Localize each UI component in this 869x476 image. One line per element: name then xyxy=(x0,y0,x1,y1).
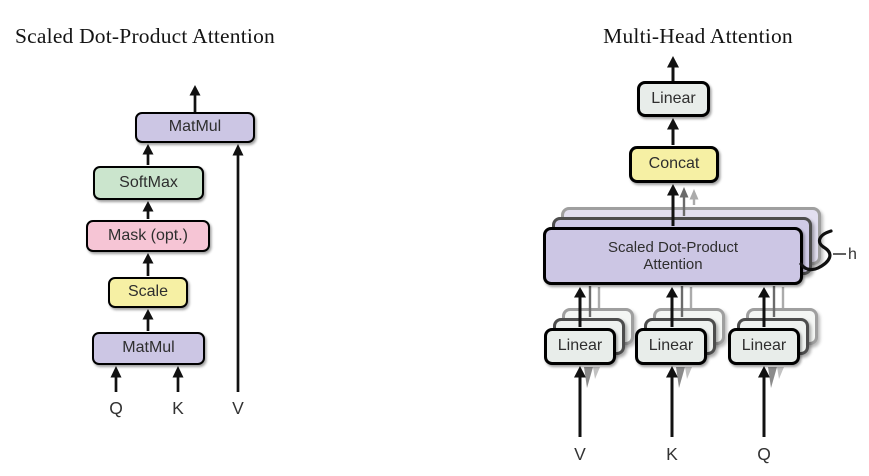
mask-block: Mask (opt.) xyxy=(86,220,210,252)
arrow-matmul-to-scale xyxy=(142,309,154,331)
arrow-concat-to-linear xyxy=(667,118,679,145)
arrow-attention-to-concat-ghost-mid xyxy=(679,187,689,216)
attention-block-label-line2: Attention xyxy=(643,256,703,273)
arrow-mask-to-softmax xyxy=(142,201,154,219)
arrow-softmax-to-matmul xyxy=(142,144,154,165)
arrow-output-left xyxy=(189,85,201,112)
heads-swash-curve xyxy=(799,229,833,272)
arrow-k-input-right xyxy=(666,366,692,437)
scale-block: Scale xyxy=(108,277,188,308)
arrow-output-right xyxy=(667,56,679,81)
k-input-label-right: K xyxy=(666,444,678,464)
matmul-bottom-block: MatMul xyxy=(92,332,205,365)
arrow-v-input xyxy=(232,144,244,392)
matmul-top-block: MatMul xyxy=(135,112,255,143)
v-input-label-right: V xyxy=(574,444,586,464)
arrow-scale-to-mask xyxy=(142,253,154,276)
arrow-q-input xyxy=(110,366,122,392)
scaled-dot-product-attention-block: Scaled Dot-Product Attention xyxy=(543,227,803,285)
linear-output-block: Linear xyxy=(637,81,710,117)
arrow-linear-v-to-attention xyxy=(574,286,601,327)
linear-v-block: Linear xyxy=(544,328,616,365)
q-input-label-left: Q xyxy=(109,398,123,418)
left-diagram-title: Scaled Dot-Product Attention xyxy=(15,24,275,48)
linear-k-block: Linear xyxy=(635,328,707,365)
arrow-k-input xyxy=(172,366,184,392)
concat-block: Concat xyxy=(629,146,719,183)
arrow-linear-q-to-attention xyxy=(758,286,785,327)
arrow-attention-to-concat-ghost-back xyxy=(689,189,699,205)
attention-block-label-line1: Scaled Dot-Product xyxy=(607,238,739,256)
right-diagram-title: Multi-Head Attention xyxy=(603,24,793,48)
linear-q-block: Linear xyxy=(728,328,800,365)
arrow-linear-k-to-attention xyxy=(666,286,693,327)
softmax-block: SoftMax xyxy=(93,166,204,200)
k-input-label-left: K xyxy=(172,398,184,418)
arrow-v-input-right xyxy=(574,366,600,437)
arrow-attention-to-concat xyxy=(667,184,679,226)
num-heads-label: h xyxy=(848,246,857,263)
arrow-q-input-right xyxy=(758,366,784,437)
q-input-label-right: Q xyxy=(757,444,771,464)
v-input-label-left: V xyxy=(232,398,244,418)
attention-block-label: Scaled Dot-Product Attention xyxy=(608,239,738,274)
